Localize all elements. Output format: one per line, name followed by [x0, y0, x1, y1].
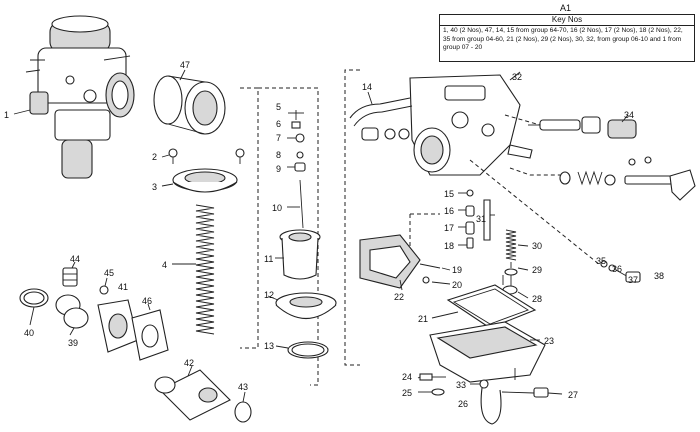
- part-42-intake-pipe: [154, 365, 231, 421]
- part-44-jet: [62, 261, 78, 287]
- part-19-20-pins: [419, 263, 451, 285]
- callout-5: 5: [276, 102, 281, 112]
- callout-2: 2: [152, 152, 157, 162]
- connector-choke-dashed: [509, 167, 560, 176]
- callout-7: 7: [276, 133, 281, 143]
- part-43-o-ring: [234, 391, 252, 423]
- callout-28: 28: [532, 294, 542, 304]
- callout-44: 44: [70, 254, 80, 264]
- callout-39: 39: [68, 338, 78, 348]
- callout-21: 21: [418, 314, 428, 324]
- callout-22: 22: [394, 292, 404, 302]
- callout-31: 31: [476, 214, 486, 224]
- part-2-screws: [161, 148, 245, 164]
- callout-9: 9: [276, 164, 281, 174]
- key-text: 1, 40 (2 Nos), 47, 14, 15 from group 64-…: [443, 27, 683, 52]
- callout-1: 1: [4, 110, 9, 120]
- callout-33: 33: [456, 380, 466, 390]
- part-24-25-screws: [417, 373, 446, 396]
- part-small-fittings: [361, 127, 410, 141]
- part-21-bowl-gasket: [431, 284, 537, 329]
- part-14-vent-hose: [349, 91, 413, 127]
- callout-36: 36: [612, 264, 622, 274]
- part-34-choke-cable: [504, 114, 637, 139]
- callout-14: 14: [362, 82, 372, 92]
- callout-43: 43: [238, 382, 248, 392]
- callout-30: 30: [532, 241, 542, 251]
- connector-body-bracket: [344, 69, 360, 366]
- callout-13: 13: [264, 341, 274, 351]
- callout-34: 34: [624, 110, 634, 120]
- part-28-30-screws: [502, 229, 529, 299]
- callout-4: 4: [162, 260, 167, 270]
- part-15-18-jets: [458, 189, 495, 249]
- callout-38: 38: [654, 271, 664, 281]
- part-45-washer: [99, 277, 109, 295]
- part-23-float-bowl: [429, 321, 546, 383]
- part-3-top-cover: [161, 168, 238, 193]
- callout-8: 8: [276, 150, 281, 160]
- connector-right-bracket: [258, 87, 319, 386]
- connector-jets-dashed: [409, 213, 440, 250]
- connector-left-bracket: [240, 87, 259, 349]
- part-47-intake-rubber: [153, 69, 226, 135]
- part-35-38-screw-set: [600, 260, 641, 283]
- callout-18: 18: [444, 241, 454, 251]
- callout-19: 19: [452, 265, 462, 275]
- part-13-o-ring: [275, 341, 329, 359]
- callout-labels: 1 2 3 4 5 6 7 8 9 10 11 12 13 14 15 16 1…: [4, 60, 664, 409]
- callout-40: 40: [24, 328, 34, 338]
- callout-20: 20: [452, 280, 462, 290]
- callout-42: 42: [184, 358, 194, 368]
- part-39-spring-connector: [55, 294, 89, 336]
- part-12-diaphragm: [267, 292, 337, 319]
- callout-25: 25: [402, 388, 412, 398]
- part-46-gasket: [131, 303, 169, 361]
- part-40-hose-clip: [19, 288, 49, 326]
- callout-29: 29: [532, 265, 542, 275]
- callout-3: 3: [152, 182, 157, 192]
- callout-46: 46: [142, 296, 152, 306]
- callout-15: 15: [444, 189, 454, 199]
- part-41-insulator: [97, 299, 139, 353]
- part-22-float: [359, 234, 421, 291]
- part-choke-spring-set: [559, 156, 696, 201]
- callout-37: 37: [628, 275, 638, 285]
- part-26-27-drain-hose: [470, 379, 563, 425]
- key-box: Key Nos 1, 40 (2 Nos), 47, 14, 15 from g…: [439, 14, 695, 62]
- part-carburettor-body: [409, 71, 533, 176]
- callout-6: 6: [276, 119, 281, 129]
- callout-12: 12: [264, 290, 274, 300]
- callout-26: 26: [458, 399, 468, 409]
- callout-11: 11: [264, 254, 273, 264]
- callout-17: 17: [444, 223, 454, 233]
- callout-23: 23: [544, 336, 554, 346]
- callout-24: 24: [402, 372, 412, 382]
- callout-41: 41: [118, 282, 128, 292]
- part-carburettor-assembly: [13, 15, 135, 179]
- callout-45: 45: [104, 268, 114, 278]
- key-title: A1: [560, 3, 572, 13]
- callout-10: 10: [272, 203, 282, 213]
- callout-16: 16: [444, 206, 454, 216]
- callout-47: 47: [180, 60, 190, 70]
- part-5-9-needle-clip-set: [287, 110, 306, 229]
- key-header: Key Nos: [440, 15, 694, 26]
- part-11-throttle-slide: [275, 229, 321, 280]
- callout-32: 32: [512, 72, 522, 82]
- part-4-spring: [172, 204, 215, 335]
- callout-35: 35: [596, 256, 606, 266]
- callout-27: 27: [568, 390, 578, 400]
